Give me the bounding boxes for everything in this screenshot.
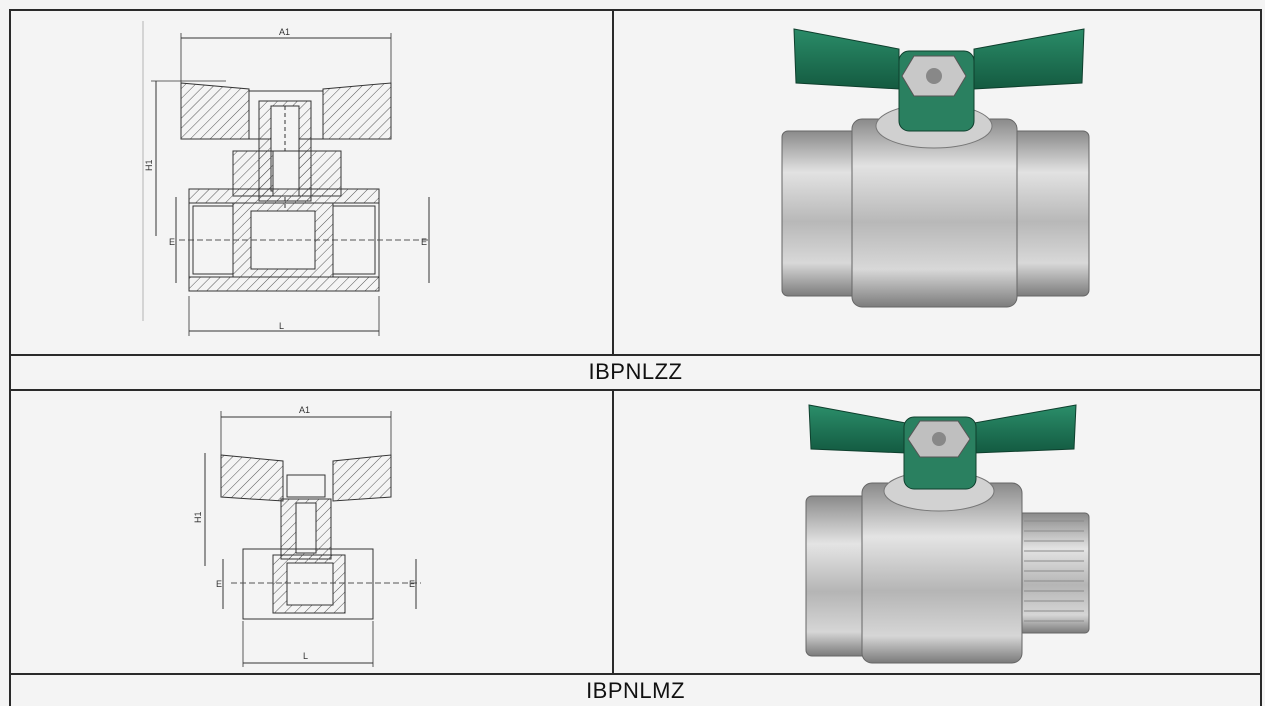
label-e-right: E: [421, 237, 427, 247]
table-border-left: [9, 9, 11, 706]
product-code-ibpnlzz: IBPNLZZ: [588, 359, 683, 384]
technical-drawing-ibpnlzz: A1 H1 E: [11, 11, 612, 354]
label-l: L: [279, 321, 284, 331]
table-border-right: [1260, 9, 1262, 706]
label-h1-2: H1: [193, 511, 203, 523]
column-divider-2: [612, 389, 614, 674]
row1-caption-divider: [9, 389, 1262, 391]
label-a1: A1: [279, 27, 290, 37]
row1-divider: [9, 354, 1262, 356]
product-code-ibpnlmz: IBPNLMZ: [586, 678, 685, 703]
row2-divider: [9, 673, 1262, 675]
label-e-left-2: E: [216, 579, 222, 589]
label-e-left: E: [169, 237, 175, 247]
column-divider-1: [612, 9, 614, 355]
label-a1-2: A1: [299, 405, 310, 415]
product-photo-ibpnlmz: [614, 391, 1260, 673]
table-border-top: [9, 9, 1262, 11]
product-photo-ibpnlzz: [614, 11, 1260, 354]
label-h1: H1: [144, 159, 154, 171]
label-l-2: L: [303, 651, 308, 661]
label-e-right-2: E: [409, 579, 415, 589]
technical-drawing-ibpnlmz: A1 H1 E E L: [11, 391, 612, 673]
